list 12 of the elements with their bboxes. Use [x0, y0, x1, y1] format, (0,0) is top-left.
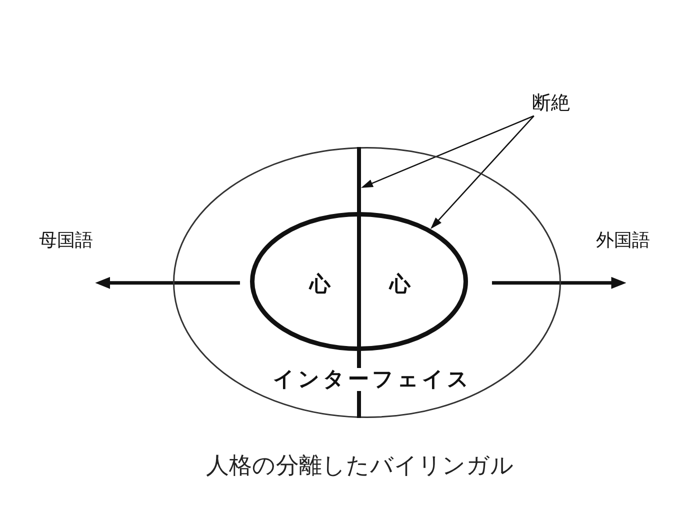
arrow	[95, 276, 240, 289]
arrow	[492, 276, 626, 289]
language-label: 母国語	[39, 231, 93, 251]
kanji-label: 心	[390, 272, 410, 296]
leader-arrow	[361, 115, 534, 188]
caption: 人格の分離したバイリンガル	[206, 454, 514, 479]
inner-ellipse	[250, 212, 468, 351]
language-label: 外国語	[596, 231, 650, 251]
leader-arrow	[430, 115, 534, 230]
callout-label: 断絶	[532, 92, 570, 114]
outer-ellipse	[173, 147, 561, 418]
kanji-label: 心	[310, 272, 330, 296]
